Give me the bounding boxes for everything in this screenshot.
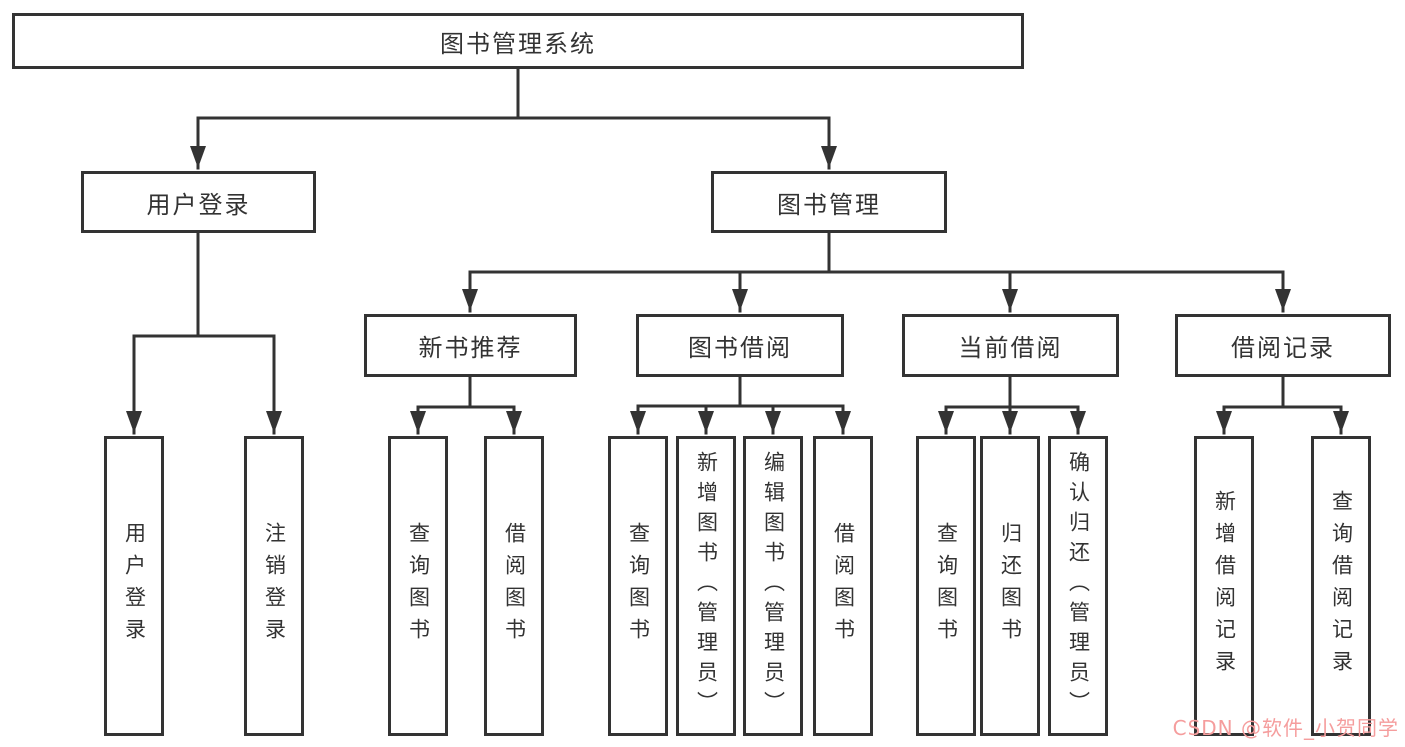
leaf-query-books-borrowing: 查询图书 bbox=[608, 436, 668, 736]
leaf-add-borrow-record: 新增借阅记录 bbox=[1194, 436, 1254, 736]
node-book-borrowing: 图书借阅 bbox=[636, 314, 844, 377]
leaf-add-books-admin: 新增图书（管理员） bbox=[676, 436, 736, 736]
node-borrow-records: 借阅记录 bbox=[1175, 314, 1391, 377]
leaf-query-borrow-record: 查询借阅记录 bbox=[1311, 436, 1371, 736]
leaf-logout: 注销登录 bbox=[244, 436, 304, 736]
leaf-user-login: 用户登录 bbox=[104, 436, 164, 736]
node-user-login: 用户登录 bbox=[81, 171, 316, 233]
leaf-edit-books-admin: 编辑图书（管理员） bbox=[743, 436, 803, 736]
leaf-query-books-recommend: 查询图书 bbox=[388, 436, 448, 736]
leaf-query-books-current: 查询图书 bbox=[916, 436, 976, 736]
leaf-borrow-books-recommend: 借阅图书 bbox=[484, 436, 544, 736]
node-current-borrowing: 当前借阅 bbox=[902, 314, 1119, 377]
node-book-management: 图书管理 bbox=[711, 171, 947, 233]
leaf-confirm-return-admin: 确认归还（管理员） bbox=[1048, 436, 1108, 736]
csdn-watermark: CSDN @软件_小贺同学 bbox=[1172, 716, 1399, 740]
node-root-library-system: 图书管理系统 bbox=[12, 13, 1024, 69]
node-new-book-recommend: 新书推荐 bbox=[364, 314, 577, 377]
leaf-borrow-books: 借阅图书 bbox=[813, 436, 873, 736]
leaf-return-books: 归还图书 bbox=[980, 436, 1040, 736]
